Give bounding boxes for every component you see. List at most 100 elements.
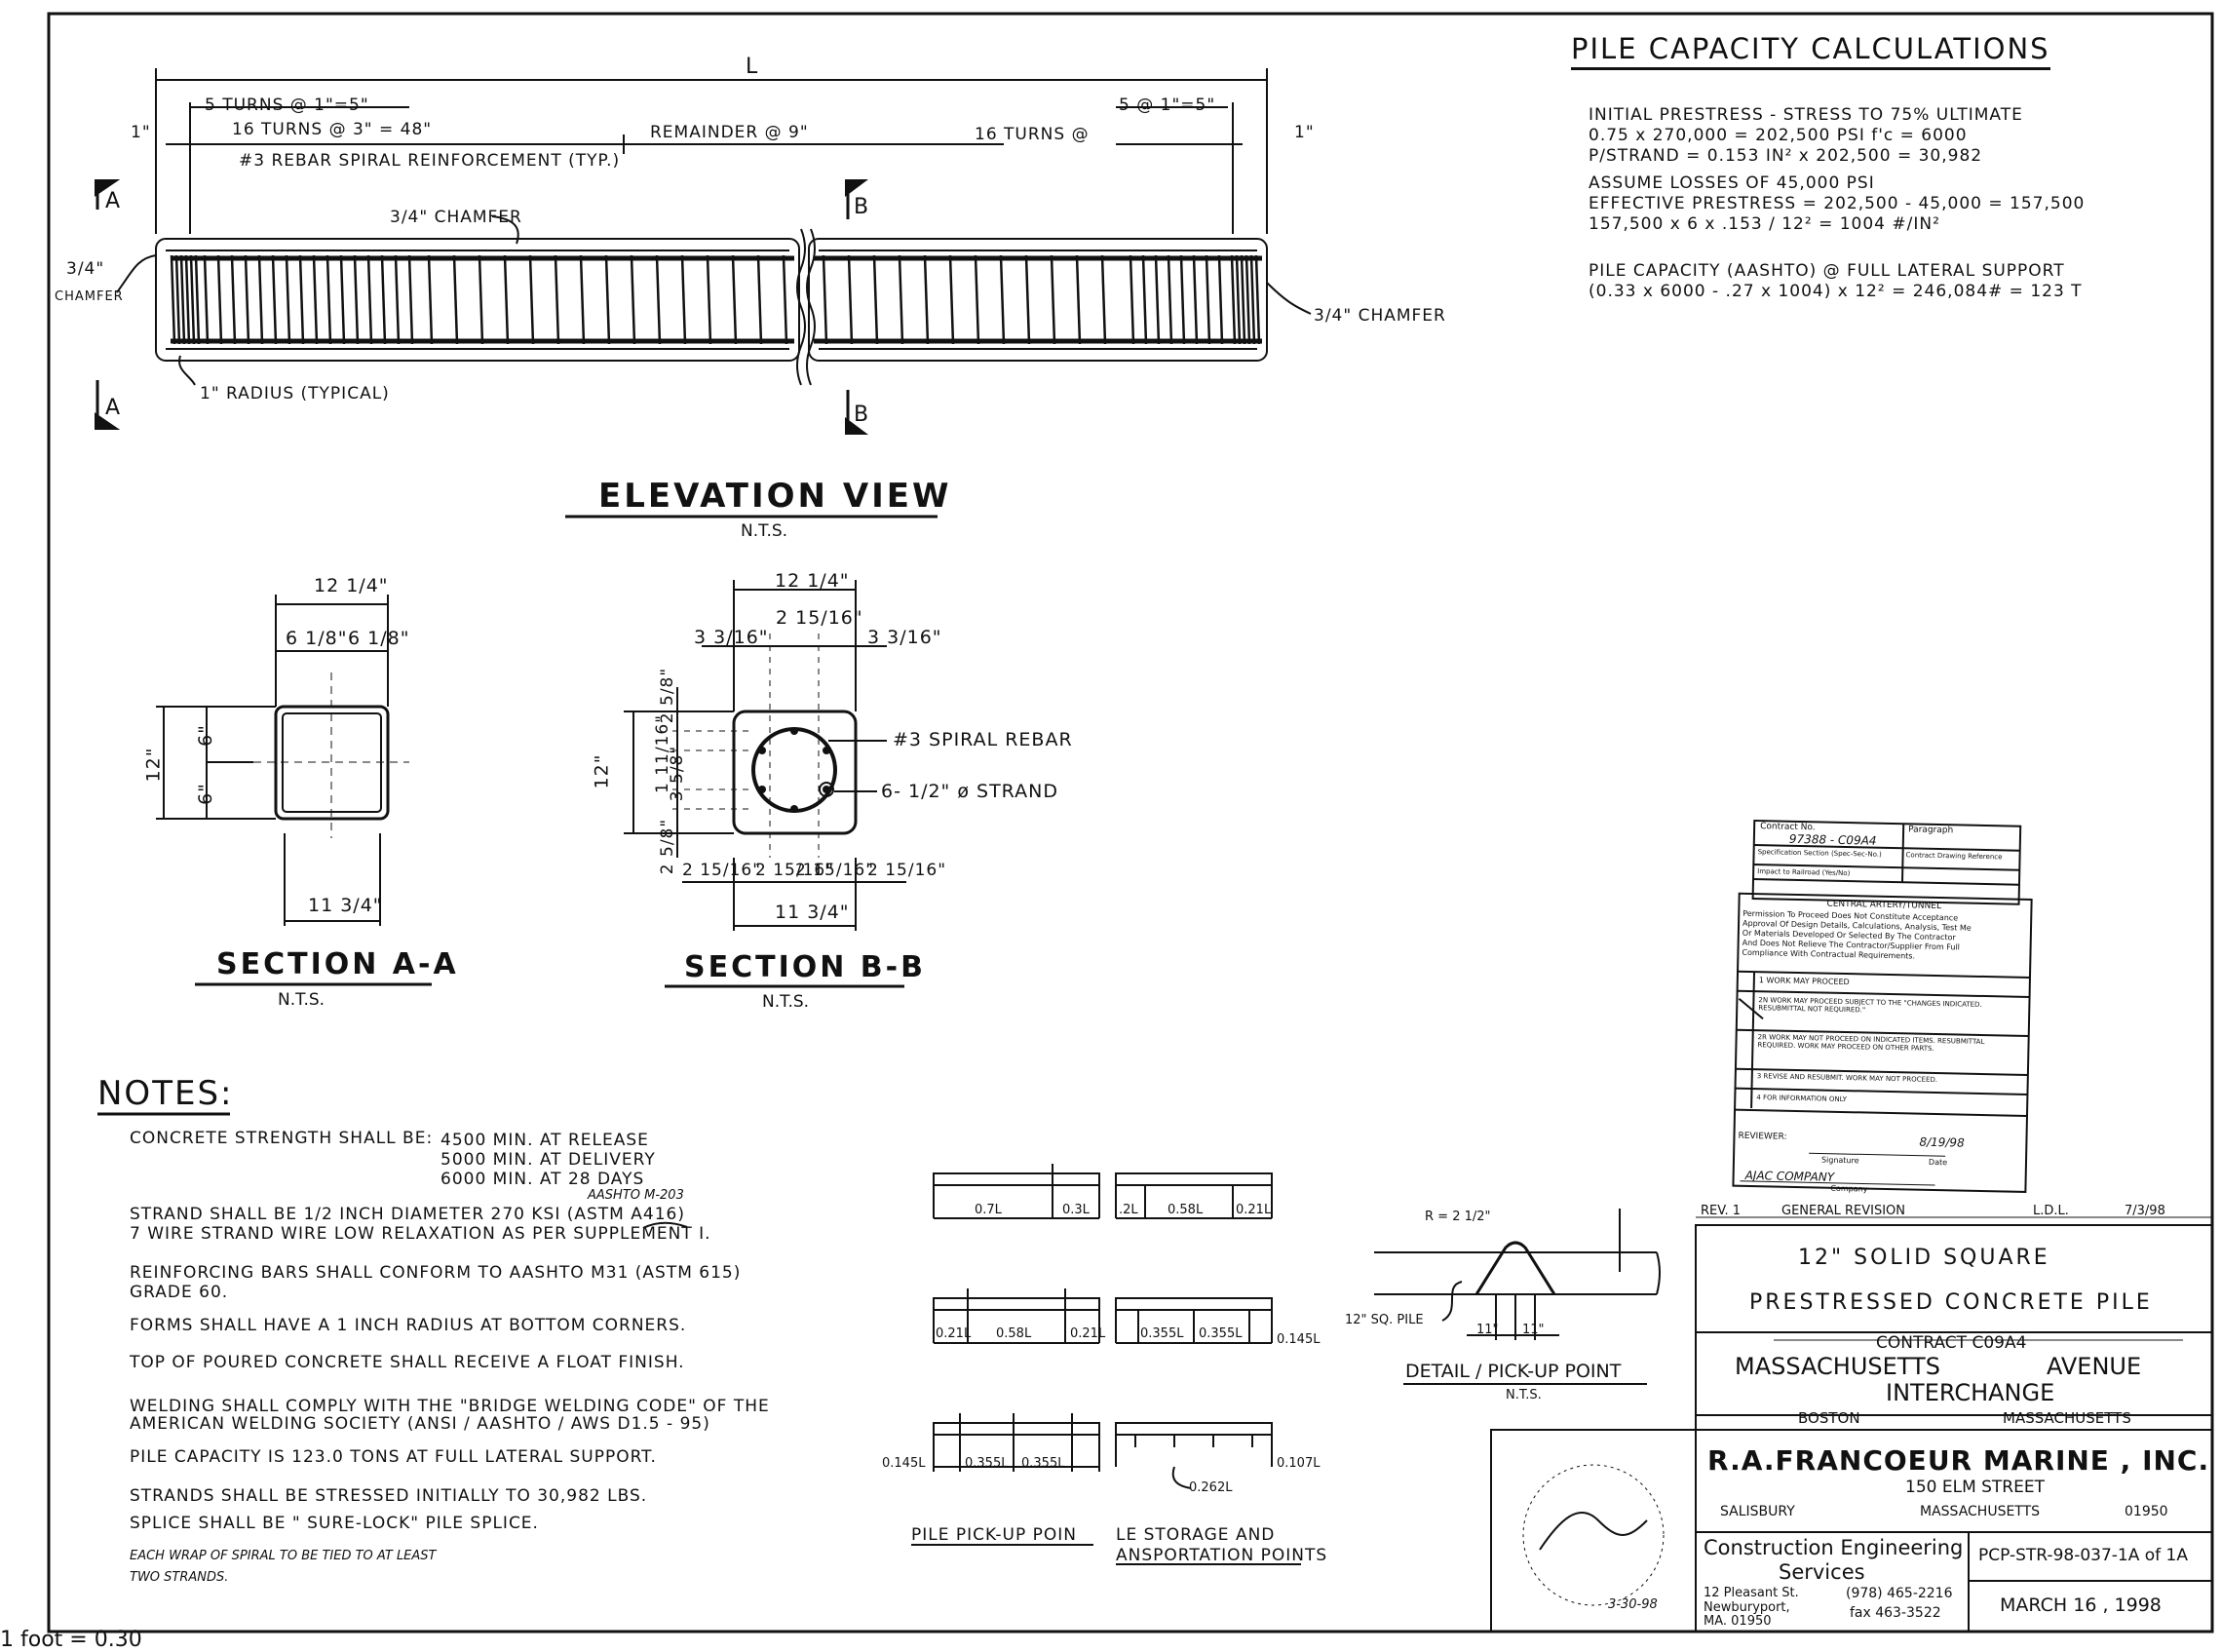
spiral-turn xyxy=(782,254,788,345)
spiral-turn xyxy=(478,254,484,345)
stamp-reviewer: REVIEWER: xyxy=(1738,1131,1787,1142)
spiral-turn xyxy=(579,254,586,345)
ces-name-2: Services xyxy=(1779,1560,1865,1584)
aa-width-top: 12 1/4" xyxy=(314,575,389,596)
rev-date: 7/3/98 xyxy=(2125,1204,2165,1218)
ces-addr-2: Newburyport, xyxy=(1704,1600,1790,1615)
ces-name-1: Construction Engineering xyxy=(1704,1536,1964,1559)
remainder-spacing: REMAINDER @ 9" xyxy=(650,123,809,142)
rev-number: REV. 1 xyxy=(1701,1204,1741,1218)
aa-half-bottom: 6" xyxy=(194,783,216,805)
spiral-turn xyxy=(174,254,181,345)
note-splice: SPLICE SHALL BE " SURE-LOCK" PILE SPLICE… xyxy=(130,1514,539,1533)
stamp-company-hand: AJAC COMPANY xyxy=(1744,1168,1835,1184)
bb-strand-label: 6- 1/2" ø STRAND xyxy=(881,781,1058,802)
spiral-turn xyxy=(1141,254,1148,345)
spiral-turn xyxy=(1129,254,1135,345)
elevation-scale: N.T.S. xyxy=(741,521,788,541)
detail-title: DETAIL / PICK-UP POINT xyxy=(1405,1361,1622,1382)
note-rebar-1: REINFORCING BARS SHALL CONFORM TO AASHTO… xyxy=(130,1263,742,1283)
project-state: MASSACHUSETTS xyxy=(2003,1409,2131,1427)
stamp-contract-drawing: Contract Drawing Reference xyxy=(1905,851,2003,862)
turns-16-left: 16 TURNS @ 3" = 48" xyxy=(232,120,433,139)
seal-date: 3-30-98 xyxy=(1608,1597,1658,1612)
storage-dim: 0.21L xyxy=(1236,1203,1272,1217)
storage-dim: 0.107L xyxy=(1277,1456,1321,1471)
stamp-sig-date: 8/19/98 xyxy=(1919,1134,1965,1150)
spiral-turn xyxy=(1075,254,1082,345)
aa-half-top: 6" xyxy=(194,724,216,747)
project-name-1a: MASSACHUSETTS xyxy=(1735,1353,1940,1380)
spiral-note: #3 REBAR SPIRAL REINFORCEMENT (TYP.) xyxy=(239,151,621,171)
storage-dim: 0.262L xyxy=(1189,1480,1233,1495)
section-mark-b-top: B xyxy=(854,195,869,219)
spiral-turn xyxy=(394,254,401,345)
spiral-turn xyxy=(1245,254,1251,345)
bb-bottom-1: 2 15/16" xyxy=(682,861,762,880)
pickup-dim: 0.58L xyxy=(996,1326,1032,1341)
spiral-turn xyxy=(1179,254,1186,345)
calc-line: PILE CAPACITY (AASHTO) @ FULL LATERAL SU… xyxy=(1589,261,2065,281)
stamp-option-3: 3 REVISE AND RESUBMIT. WORK MAY NOT PROC… xyxy=(1756,1072,1938,1085)
turns-16-right: 16 TURNS @ xyxy=(975,125,1090,144)
spiral-turn xyxy=(1217,254,1224,345)
bb-height: 12" xyxy=(591,753,613,789)
bb-bottom-4: 2 15/16" xyxy=(867,861,947,880)
pickup-dim: 0.355L xyxy=(1021,1456,1065,1471)
end-right-dim: 1" xyxy=(1294,123,1315,142)
note-concrete-label: CONCRETE STRENGTH SHALL BE: xyxy=(130,1129,434,1148)
spiral-turn xyxy=(353,254,360,345)
calc-line: 157,500 x 6 x .153 / 12² = 1004 #/IN² xyxy=(1589,214,1940,234)
titleblock-top xyxy=(1695,1224,2213,1333)
stamp-spec-section: Specification Section (Spec-Sec-No.) xyxy=(1757,848,1882,859)
drawing-number: PCP-STR-98-037-1A of 1A xyxy=(1978,1546,2188,1565)
spiral-turn xyxy=(1050,254,1056,345)
spiral-turn xyxy=(1167,254,1173,345)
notes-title: NOTES: xyxy=(97,1074,234,1113)
spiral-turn xyxy=(847,254,854,345)
spiral-turn xyxy=(1235,254,1242,345)
end-left-dim: 1" xyxy=(131,123,151,142)
stamp-option-2r: 2R WORK MAY NOT PROCEED ON INDICATED ITE… xyxy=(1757,1033,1985,1054)
spiral-turn xyxy=(630,254,636,345)
spiral-turn xyxy=(1249,254,1256,345)
spiral-turn xyxy=(1154,254,1161,345)
note-strand-2: 7 WIRE STRAND WIRE LOW RELAXATION AS PER… xyxy=(130,1224,711,1244)
spiral-turn xyxy=(1100,254,1107,345)
pickup-title: PILE PICK-UP POIN xyxy=(911,1525,1077,1545)
project-city: BOSTON xyxy=(1798,1409,1860,1427)
stamp-signature-label: Signature xyxy=(1820,1155,1859,1166)
note-weld-1: WELDING SHALL COMPLY WITH THE "BRIDGE WE… xyxy=(130,1397,770,1416)
spiral-turn xyxy=(1024,254,1031,345)
ces-addr-1: 12 Pleasant St. xyxy=(1704,1586,1799,1600)
stamp-option-1: 1 WORK MAY PROCEED xyxy=(1758,976,1850,987)
title-line-2: PRESTRESSED CONCRETE PILE xyxy=(1749,1290,2153,1315)
aa-half-right: 6 1/8" xyxy=(348,628,410,649)
ces-fax: fax 463-3522 xyxy=(1850,1605,1941,1621)
storage-dim: 0.355L xyxy=(1199,1326,1243,1341)
section-bb-scale: N.T.S. xyxy=(762,992,810,1012)
spiral-turn xyxy=(298,254,305,345)
spiral-turn xyxy=(554,254,560,345)
spiral-turn xyxy=(655,254,662,345)
aa-width-bottom: 11 3/4" xyxy=(308,895,383,916)
spiral-turn xyxy=(244,254,250,345)
pickup-dim: 0.21L xyxy=(936,1326,972,1341)
spiral-turn xyxy=(898,254,904,345)
turns-5-left: 5 TURNS @ 1"=5" xyxy=(205,96,369,115)
storage-title-2: ANSPORTATION POINTS xyxy=(1116,1546,1328,1565)
spiral-turn xyxy=(216,254,223,345)
aa-height: 12" xyxy=(142,747,165,783)
stamp-header: CENTRAL ARTERY/TUNNEL xyxy=(1826,899,1942,912)
note-concrete-value: 4500 MIN. AT RELEASE xyxy=(440,1131,649,1150)
spiral-turn xyxy=(407,254,414,345)
note-aashto-handwritten: AASHTO M-203 xyxy=(588,1188,684,1203)
rev-by: L.D.L. xyxy=(2033,1204,2069,1218)
spiral-turn xyxy=(257,254,264,345)
bb-bottom-2: 2 15/16" xyxy=(755,861,835,880)
spiral-turn xyxy=(179,254,186,345)
detail-pile: 12" SQ. PILE xyxy=(1345,1313,1424,1327)
spiral-turn xyxy=(948,254,955,345)
bb-width-top: 12 1/4" xyxy=(775,570,850,592)
bottom-scale-note: 1 foot = 0.30 xyxy=(0,1628,142,1652)
